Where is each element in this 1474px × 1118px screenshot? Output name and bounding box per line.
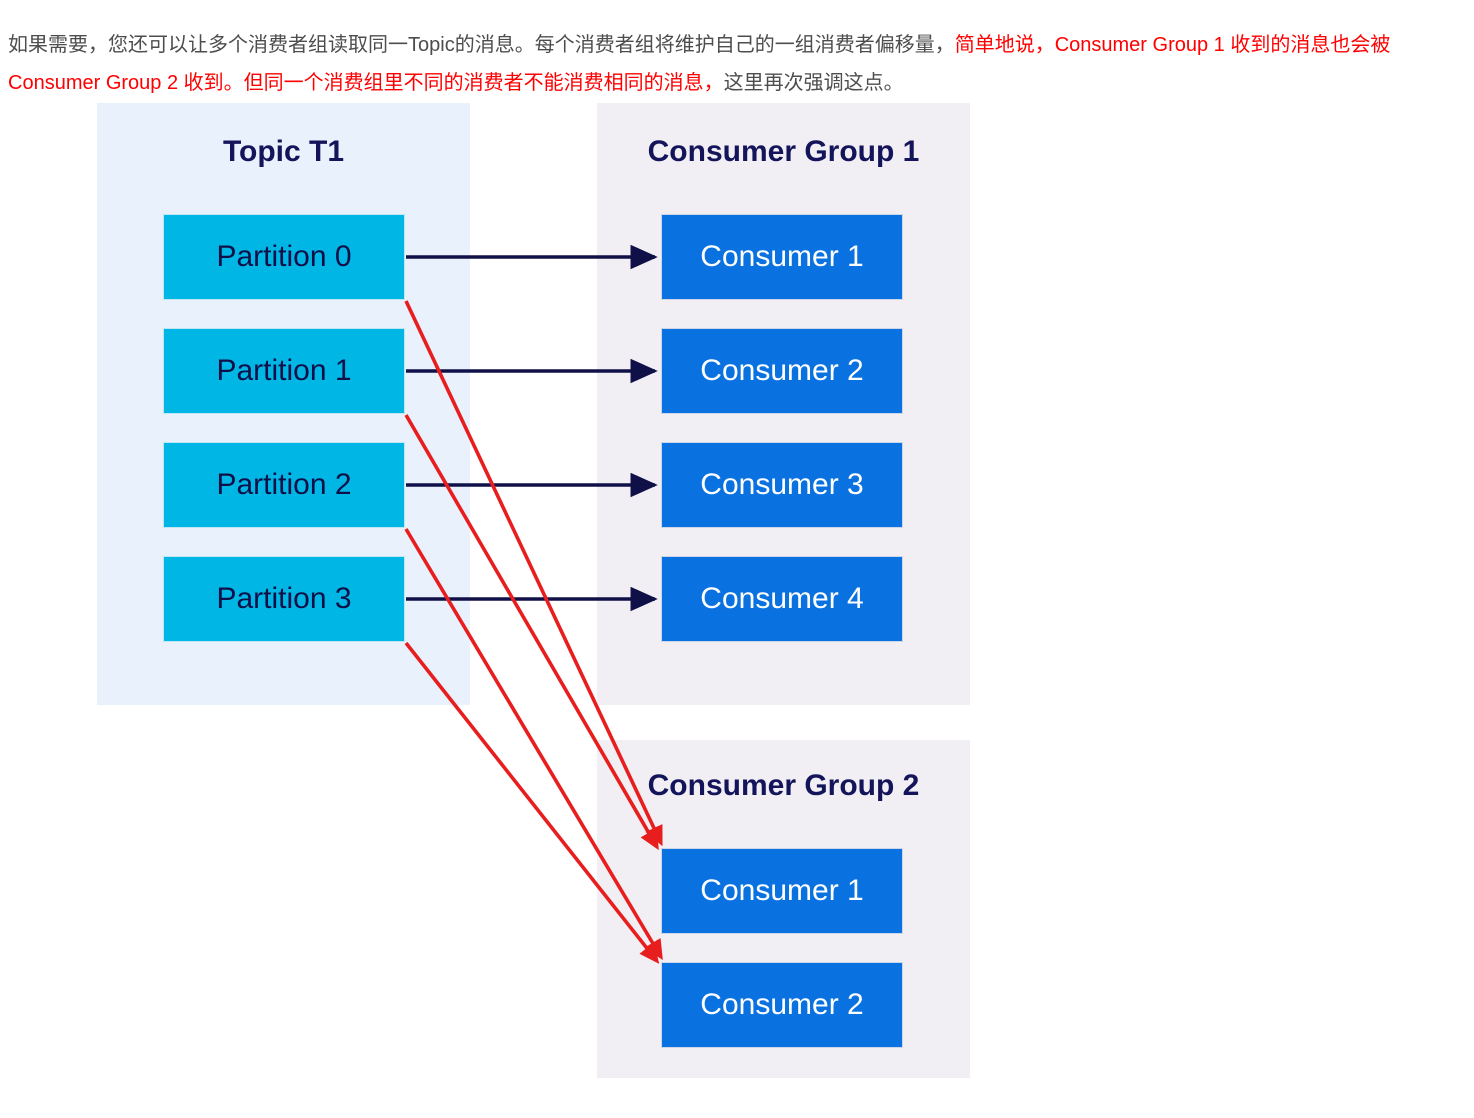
- node-label: Consumer 4: [700, 582, 864, 615]
- node-label: Partition 1: [216, 354, 352, 387]
- node-label: Partition 2: [216, 468, 352, 501]
- node-cg1-consumer-3[interactable]: Consumer 3: [661, 442, 903, 528]
- node-label: Consumer 1: [700, 240, 864, 273]
- node-label: Consumer 2: [700, 354, 864, 387]
- node-cg1-consumer-4[interactable]: Consumer 4: [661, 556, 903, 642]
- node-label: Consumer 2: [700, 988, 864, 1021]
- kafka-consumer-group-diagram: Topic T1 Consumer Group 1 Consumer Group…: [0, 95, 1474, 1095]
- node-partition-3[interactable]: Partition 3: [163, 556, 405, 642]
- node-label: Consumer 3: [700, 468, 864, 501]
- panel-title-topic-t1: Topic T1: [222, 135, 345, 168]
- node-partition-0[interactable]: Partition 0: [163, 214, 405, 300]
- node-partition-1[interactable]: Partition 1: [163, 328, 405, 414]
- node-cg2-consumer-2[interactable]: Consumer 2: [661, 962, 903, 1048]
- node-partition-2[interactable]: Partition 2: [163, 442, 405, 528]
- panel-title-consumer-group-2: Consumer Group 2: [647, 769, 920, 802]
- paragraph-segment-highlighted: 简单地说，Consumer Group 1 收到的消息也会被Consumer G…: [8, 34, 1391, 94]
- node-label: Partition 0: [216, 240, 352, 273]
- node-cg1-consumer-2[interactable]: Consumer 2: [661, 328, 903, 414]
- node-cg2-consumer-1[interactable]: Consumer 1: [661, 848, 903, 934]
- panel-title-consumer-group-1: Consumer Group 1: [647, 135, 920, 168]
- paragraph-segment-plain-1: 如果需要，您还可以让多个消费者组读取同一Topic的消息。每个消费者组将维护自己…: [8, 34, 955, 56]
- intro-paragraph: 如果需要，您还可以让多个消费者组读取同一Topic的消息。每个消费者组将维护自己…: [8, 26, 1466, 102]
- node-label: Consumer 1: [700, 874, 864, 907]
- paragraph-segment-plain-2: 这里再次强调这点。: [723, 72, 904, 94]
- node-cg1-consumer-1[interactable]: Consumer 1: [661, 214, 903, 300]
- node-label: Partition 3: [216, 582, 352, 615]
